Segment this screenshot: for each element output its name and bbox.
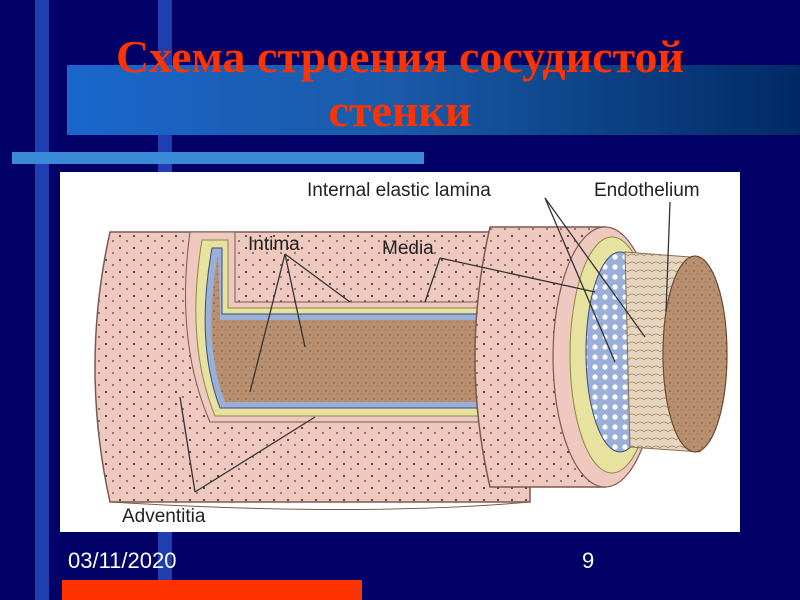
decor-vertical-bar-left [35,0,49,600]
label-intima: Intima [248,234,300,255]
right-vessel-segment [474,226,728,488]
decor-horizontal-band [67,65,800,135]
label-endothelium: Endothelium [594,180,700,201]
slide-title: Схема строения сосудистой стенки [0,30,800,138]
decor-red-bar [62,580,362,600]
slide-date: 03/11/2020 [68,548,177,573]
left-vessel-segment [94,231,531,510]
slide-title-line-2: стенки [328,85,472,136]
slide-title-line-1: Схема строения сосудистой [116,31,684,82]
slide-page-number: 9 [582,548,595,573]
vessel-illustration: Internal elastic lamina Endothelium Inti… [94,180,728,527]
vessel-wall-diagram: Internal elastic lamina Endothelium Inti… [60,172,740,532]
label-leader-lines [179,197,671,493]
label-adventitia: Adventitia [122,506,206,527]
label-internal-elastic-lamina: Internal elastic lamina [307,180,491,201]
label-media: Media [382,238,434,259]
decor-horizontal-line [12,152,424,164]
